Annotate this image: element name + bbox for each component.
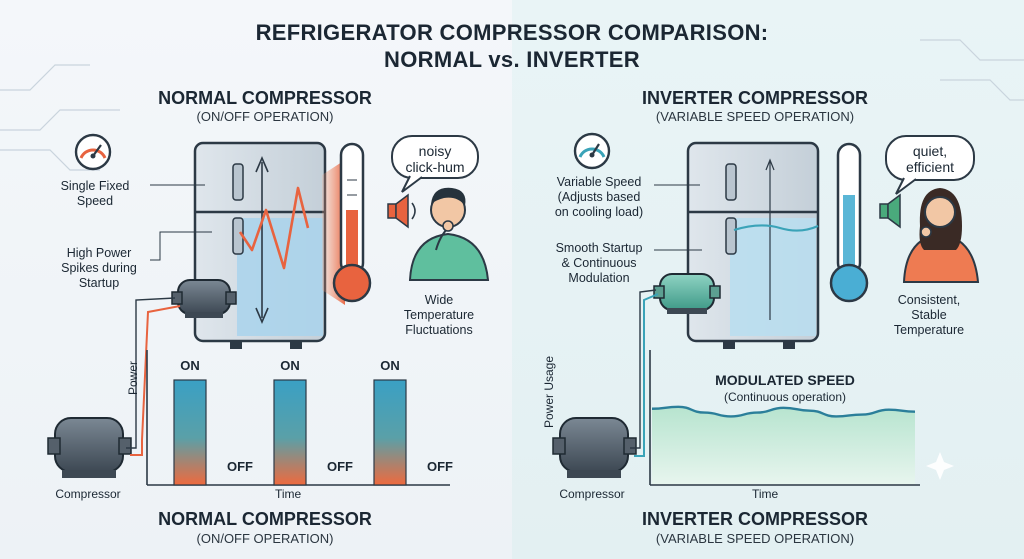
power-spikes-line-1: High Power	[66, 246, 132, 260]
single-fixed-speed-label: Single Fixed Speed	[40, 179, 150, 209]
happy-person	[902, 188, 980, 283]
fixed-speed-gauge-icon	[74, 133, 112, 171]
normal-footer-subheading: (ON/OFF OPERATION)	[196, 531, 334, 546]
on-bar	[273, 379, 307, 486]
on-state-label: ON	[180, 358, 200, 373]
variable-speed-line-3: on cooling load)	[554, 205, 644, 219]
variable-speed-gauge-icon	[573, 132, 611, 170]
power-spikes-line-2: Spikes during	[61, 261, 137, 275]
noisy-speech-bubble	[391, 135, 479, 193]
power-spikes-line-3: Startup	[78, 276, 120, 290]
inverter-power-wire	[634, 293, 659, 457]
wide-temperature-line-3: Fluctuations	[405, 323, 473, 337]
quiet-speech-bubble	[885, 135, 975, 195]
normal-refrigerator	[193, 141, 345, 349]
inverter-fridge-compressor	[653, 273, 721, 314]
annoyed-person	[408, 187, 490, 281]
smooth-startup-line-1: Smooth Startup	[555, 241, 643, 255]
normal-chart-bars	[173, 379, 407, 486]
inverter-x-axis-label: Time	[752, 487, 779, 501]
normal-footer-heading: NORMAL COMPRESSOR	[158, 509, 372, 529]
on-state-label: ON	[380, 358, 400, 373]
page-title-line-2: NORMAL vs. INVERTER	[384, 47, 640, 72]
inverter-heading: INVERTER COMPRESSOR	[641, 88, 869, 108]
on-state-label: ON	[280, 358, 300, 373]
stable-temperature-line-1: Consistent,	[897, 293, 961, 307]
normal-heading: NORMAL COMPRESSOR	[158, 88, 372, 108]
quiet-speaker-icon	[879, 193, 901, 229]
smooth-startup-label: Smooth Startup & Continuous Modulation	[536, 241, 662, 286]
normal-power-wire	[130, 305, 181, 456]
normal-subheading: (ON/OFF OPERATION)	[196, 109, 334, 124]
page-title-line-1: REFRIGERATOR COMPRESSOR COMPARISON:	[255, 20, 769, 45]
smooth-startup-line-3: Modulation	[568, 271, 630, 285]
wide-temperature-label: Wide Temperature Fluctuations	[380, 293, 498, 338]
single-fixed-speed-line-1: Single Fixed	[60, 179, 130, 193]
noisy-bubble-line-1: noisy	[418, 143, 452, 159]
off-state-label: OFF	[327, 459, 353, 474]
inverter-y-axis-label: Power Usage	[542, 355, 556, 428]
inverter-thermometer	[829, 142, 869, 303]
normal-x-axis-label: Time	[275, 487, 302, 501]
stable-temperature-line-3: Temperature	[893, 323, 965, 337]
noisy-bubble-line-2: click-hum	[405, 159, 465, 175]
on-bar	[373, 379, 407, 486]
smooth-startup-line-2: & Continuous	[561, 256, 637, 270]
loud-speaker-icon	[387, 193, 416, 229]
normal-compressor-unit	[47, 417, 132, 478]
modulated-speed-annotation: MODULATED SPEED	[715, 372, 855, 388]
circuit-decoration	[0, 39, 1024, 171]
on-bar	[173, 379, 207, 486]
variable-speed-line-2: (Adjusts based	[557, 190, 641, 204]
sparkle-icon	[926, 452, 954, 480]
wide-temperature-line-1: Wide	[424, 293, 454, 307]
off-state-label: OFF	[427, 459, 453, 474]
inverter-subheading: (VARIABLE SPEED OPERATION)	[655, 109, 855, 124]
noisy-bubble-text: noisy click-hum	[392, 143, 478, 175]
variable-speed-line-1: Variable Speed	[556, 175, 642, 189]
normal-thermometer	[332, 142, 372, 303]
quiet-bubble-text: quiet, efficient	[886, 143, 974, 175]
inverter-refrigerator	[686, 141, 820, 349]
inverter-footer-heading: INVERTER COMPRESSOR	[641, 509, 869, 529]
single-fixed-speed-line-2: Speed	[76, 194, 114, 208]
inverter-compressor-label: Compressor	[559, 487, 625, 501]
continuous-operation-annotation: (Continuous operation)	[723, 390, 847, 404]
inverter-area-fill	[652, 406, 915, 484]
stable-temperature-label: Consistent, Stable Temperature	[870, 293, 988, 338]
normal-compressor-label: Compressor	[55, 487, 121, 501]
quiet-bubble-line-1: quiet,	[912, 143, 948, 159]
stable-temperature-line-2: Stable	[911, 308, 947, 322]
variable-speed-label: Variable Speed (Adjusts based on cooling…	[536, 175, 662, 220]
inverter-footer-subheading: (VARIABLE SPEED OPERATION)	[655, 531, 855, 546]
inverter-chart-axes	[649, 350, 920, 486]
inverter-area-line	[651, 405, 916, 418]
inverter-compressor-unit	[552, 417, 637, 478]
off-state-label: OFF	[227, 459, 253, 474]
quiet-bubble-line-2: efficient	[906, 159, 954, 175]
normal-y-axis-label: Power	[126, 360, 140, 395]
wide-temperature-line-2: Temperature	[403, 308, 475, 322]
power-spikes-label: High Power Spikes during Startup	[40, 246, 158, 291]
